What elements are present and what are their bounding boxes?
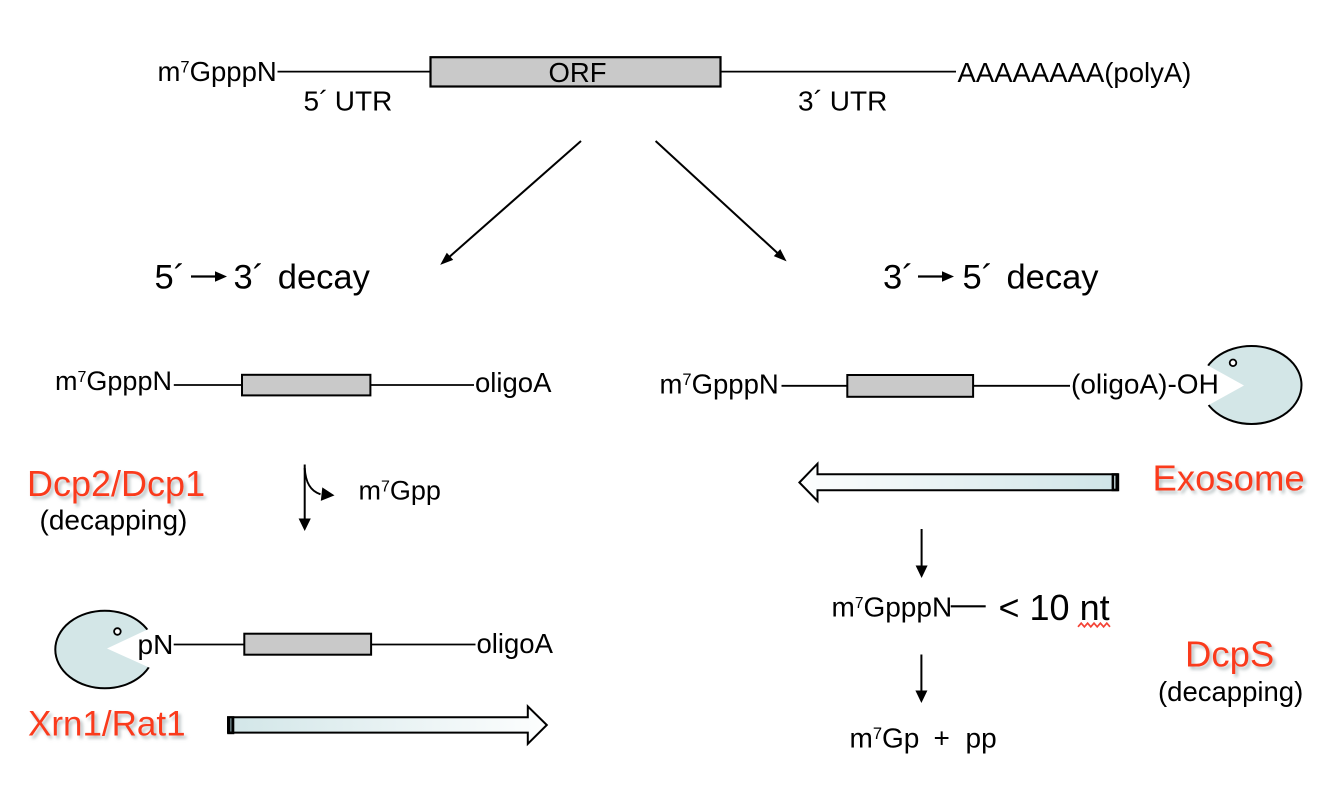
svg-text:decay: decay bbox=[1007, 259, 1100, 297]
svg-text:pp: pp bbox=[966, 722, 997, 753]
svg-text:5´: 5´ bbox=[304, 86, 329, 117]
svg-text:3´: 3´ bbox=[798, 86, 823, 117]
svg-text:m7GpppN: m7GpppN bbox=[832, 591, 953, 622]
svg-text:Dcp2/Dcp1: Dcp2/Dcp1 bbox=[27, 463, 205, 504]
svg-text:5´: 5´ bbox=[963, 259, 994, 297]
svg-text:+: + bbox=[934, 722, 950, 753]
svg-text:Exosome: Exosome bbox=[1153, 458, 1305, 499]
svg-text:decay: decay bbox=[278, 259, 371, 297]
svg-text:3´: 3´ bbox=[234, 259, 265, 297]
svg-text:m7GpppN: m7GpppN bbox=[55, 366, 172, 396]
svg-text:m7Gp: m7Gp bbox=[850, 722, 920, 753]
svg-text:pN: pN bbox=[138, 629, 174, 660]
svg-text:DcpS: DcpS bbox=[1185, 634, 1274, 675]
svg-text:(oligoA)-OH: (oligoA)-OH bbox=[1071, 368, 1219, 399]
svg-text:m7GpppN: m7GpppN bbox=[158, 56, 277, 87]
svg-text:UTR: UTR bbox=[335, 86, 393, 117]
svg-text:< 10 nt: < 10 nt bbox=[999, 587, 1110, 628]
svg-text:(decapping): (decapping) bbox=[1158, 676, 1303, 707]
svg-text:m7GpppN: m7GpppN bbox=[660, 368, 779, 399]
svg-text:m7Gpp: m7Gpp bbox=[359, 476, 441, 506]
svg-text:3´: 3´ bbox=[883, 259, 914, 297]
svg-text:Xrn1/Rat1: Xrn1/Rat1 bbox=[28, 705, 186, 744]
svg-text:ORF: ORF bbox=[548, 57, 606, 88]
svg-text:oligoA: oligoA bbox=[475, 367, 552, 398]
svg-text:AAAAAAAA(polyA): AAAAAAAA(polyA) bbox=[958, 57, 1192, 88]
svg-text:(decapping): (decapping) bbox=[40, 505, 188, 536]
svg-text:UTR: UTR bbox=[830, 86, 888, 117]
svg-text:5´: 5´ bbox=[155, 259, 186, 297]
svg-text:oligoA: oligoA bbox=[477, 628, 554, 659]
